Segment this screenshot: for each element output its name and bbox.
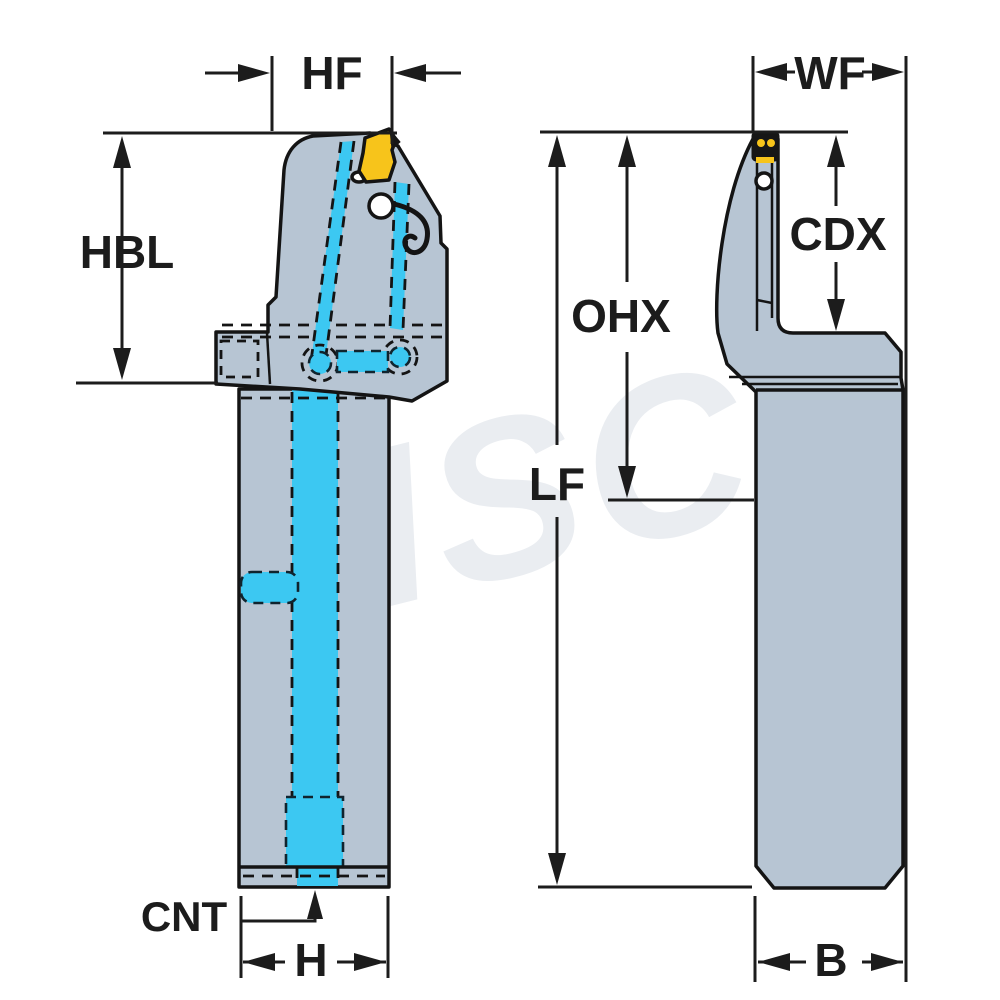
dim-label-hf: HF	[301, 47, 362, 99]
dimension-annotations: HF HBL CNT H WF LF	[76, 47, 908, 986]
screw-hole	[388, 345, 412, 369]
clamp-hole	[367, 192, 395, 220]
h-arrow-right	[354, 953, 386, 971]
coolant-head-channel	[390, 182, 409, 330]
cnt-arrow-up	[307, 890, 323, 919]
ohx-arrow-up	[618, 135, 636, 167]
coolant-exit	[297, 867, 338, 886]
side-view	[214, 127, 449, 889]
lf-arrow-down	[548, 853, 566, 885]
wf-arrow-left	[755, 63, 787, 81]
cdx-arrow-up	[827, 135, 845, 167]
insert-front	[751, 131, 780, 162]
wf-arrow-right	[872, 63, 904, 81]
hbl-arrow-down	[113, 348, 131, 380]
dim-label-h: H	[294, 934, 327, 986]
coolant-side-port	[239, 570, 300, 605]
front-body	[714, 137, 905, 890]
lf-arrow-up	[548, 135, 566, 167]
blade-edge-line	[756, 298, 773, 305]
b-arrow-right	[871, 953, 903, 971]
dim-label-cdx: CDX	[789, 208, 886, 260]
coolant-head-channel	[311, 141, 354, 363]
dim-label-cnt: CNT	[141, 893, 228, 940]
screw-hole	[307, 350, 333, 376]
clamp-spring-hook	[391, 201, 430, 256]
insert-corner-dot	[757, 139, 765, 147]
dim-label-ohx: OHX	[571, 290, 671, 342]
ohx-arrow-down	[618, 466, 636, 498]
ledge-edge	[265, 332, 272, 385]
coolant-channel-main	[292, 390, 338, 867]
front-view	[714, 131, 905, 890]
coolant-gallery	[335, 349, 390, 374]
dim-label-hbl: HBL	[80, 226, 175, 278]
cdx-arrow-down	[827, 299, 845, 331]
hbl-arrow-up	[113, 136, 131, 168]
insert-edge	[756, 157, 774, 163]
hf-arrow-right	[394, 64, 426, 82]
hf-arrow-left	[238, 64, 270, 82]
dim-label-lf: LF	[529, 458, 585, 510]
clamp-hole-front	[754, 171, 774, 191]
dim-label-b: B	[814, 934, 847, 986]
coolant-channel-lower	[284, 795, 345, 869]
insert-corner-dot	[767, 139, 775, 147]
h-arrow-left	[243, 953, 275, 971]
b-arrow-left	[758, 953, 790, 971]
dim-label-wf: WF	[794, 47, 866, 99]
hidden-pocket	[219, 339, 260, 379]
